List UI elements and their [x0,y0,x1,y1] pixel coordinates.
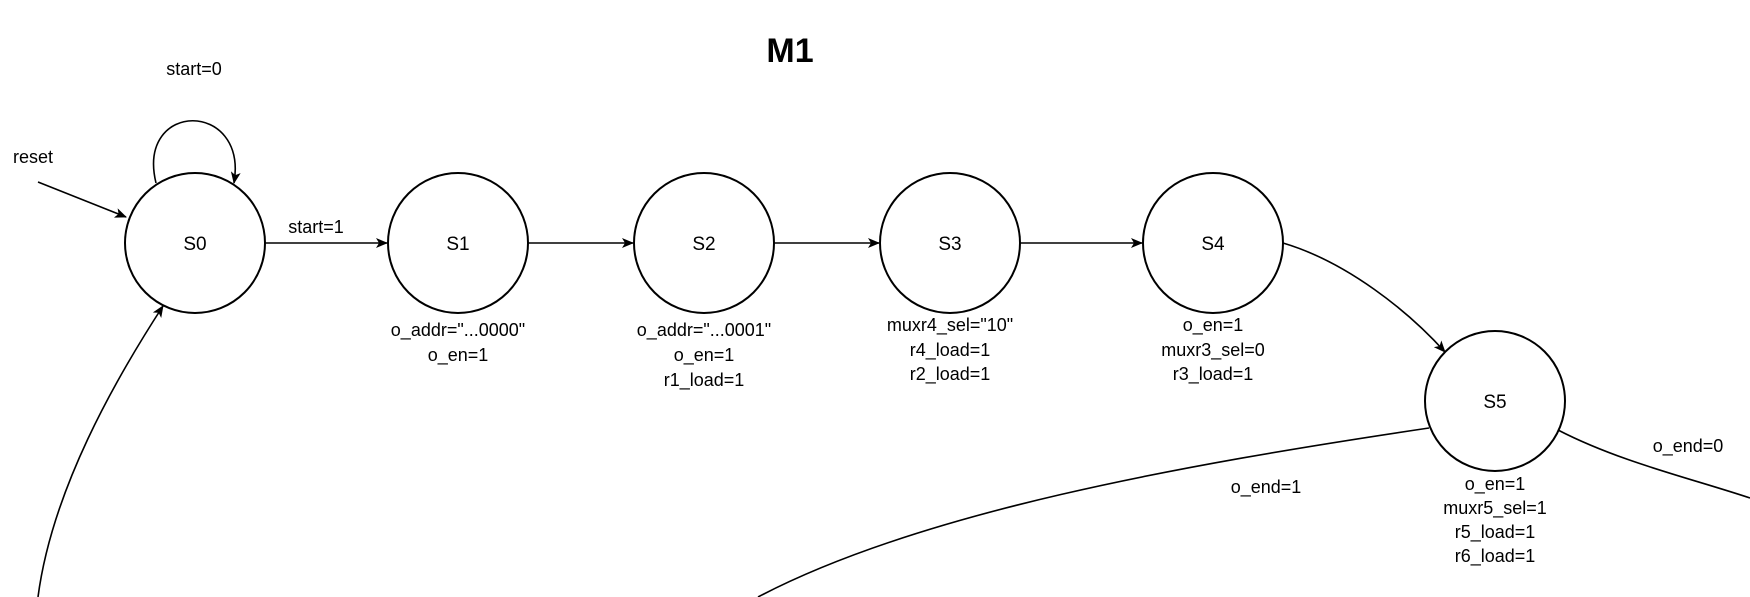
s5-end1-label: o_end=1 [1231,477,1302,498]
state-s0: S0 [124,172,266,314]
state-s2-action: o_addr="...0001" [637,320,771,341]
s5-end0-label: o_end=0 [1653,436,1724,457]
diagram-title: M1 [766,32,813,70]
state-s3-label: S3 [938,234,961,255]
state-s0-label: S0 [183,234,206,255]
s5-end1-curve [757,427,1430,597]
state-s4-label: S4 [1201,234,1225,255]
state-s5-action: muxr5_sel=1 [1443,498,1547,519]
transitions: reset start=0 start=1 o_end=1 o_end=0 [13,59,1750,597]
state-s4-action: muxr3_sel=0 [1161,340,1265,361]
state-s2: S2 o_addr="...0001" o_en=1 r1_load=1 [633,172,775,391]
state-s5-action: r6_load=1 [1455,546,1536,567]
state-s3-action: r2_load=1 [910,364,991,385]
state-s4-action: o_en=1 [1183,315,1244,336]
s0-self-loop-label: start=0 [166,59,222,79]
reset-label: reset [13,147,53,167]
state-s1-label: S1 [446,234,469,255]
state-s5-label: S5 [1483,392,1506,413]
state-s4-action: r3_load=1 [1173,364,1254,385]
state-s3: S3 muxr4_sel="10" r4_load=1 r2_load=1 [879,172,1021,385]
state-s5-action: o_en=1 [1465,474,1526,495]
reset-arrow [37,181,127,218]
state-s4: S4 o_en=1 muxr3_sel=0 r3_load=1 [1142,172,1284,385]
state-s2-label: S2 [692,234,715,255]
state-s5-action: r5_load=1 [1455,522,1536,543]
state-s1-action: o_en=1 [428,345,489,366]
s4-to-s5-arrow [1282,242,1446,353]
s0-to-s1-label: start=1 [288,217,344,237]
state-s3-action: muxr4_sel="10" [887,315,1013,336]
return-to-s0-arrow [37,305,164,597]
state-s2-action: r1_load=1 [664,370,745,391]
state-s2-action: o_en=1 [674,345,735,366]
state-s5: S5 o_en=1 muxr5_sel=1 r5_load=1 r6_load=… [1424,330,1566,567]
state-s1-action: o_addr="...0000" [391,320,525,341]
s5-end0-curve [1557,429,1750,499]
state-s3-action: r4_load=1 [910,340,991,361]
state-s1: S1 o_addr="...0000" o_en=1 [387,172,529,366]
states: S0 S1 o_addr="...0000" o_en=1 S2 o_addr=… [124,172,1566,567]
s0-self-loop [152,120,241,184]
